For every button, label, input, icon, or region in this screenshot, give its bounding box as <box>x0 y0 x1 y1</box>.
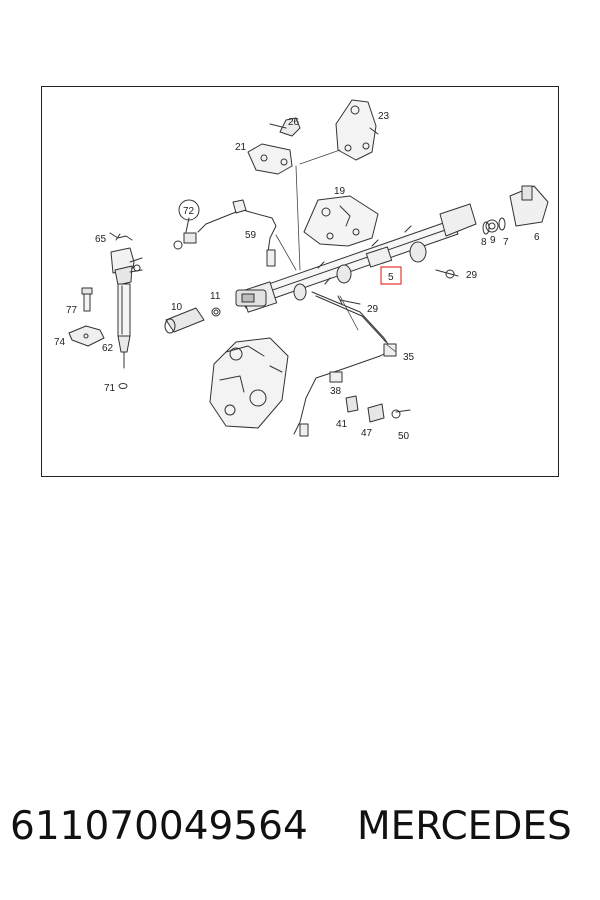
callout-59: 59 <box>245 230 257 241</box>
callout-labels: 26 23 21 19 72 65 59 8 9 7 6 29 77 10 11… <box>54 111 540 442</box>
bracket-21-drawing <box>247 117 301 175</box>
callout-19: 19 <box>334 186 346 197</box>
clip-drawings <box>345 395 411 423</box>
callout-6: 6 <box>534 232 540 243</box>
callout-21: 21 <box>235 142 247 153</box>
callout-74: 74 <box>54 337 66 348</box>
pipe-35-drawing <box>293 291 397 437</box>
callout-23: 23 <box>378 111 390 122</box>
fitting-72-drawing <box>173 217 197 250</box>
callout-41: 41 <box>336 419 348 430</box>
callout-10: 10 <box>171 302 183 313</box>
callout-29-mid: 29 <box>367 304 379 315</box>
pipe-59-drawing <box>197 199 277 267</box>
bolt-drawings <box>337 269 459 305</box>
part-number: 611070049564 <box>10 804 308 849</box>
sensor-10-drawing <box>164 307 221 334</box>
callout-8: 8 <box>481 237 487 248</box>
pump-drawing <box>209 337 289 429</box>
callout-26: 26 <box>288 117 300 128</box>
bracket-19-drawing <box>303 195 379 247</box>
callout-38: 38 <box>330 386 342 397</box>
brand-name: MERCEDES <box>357 804 572 849</box>
callout-71: 71 <box>104 383 116 394</box>
callout-50: 50 <box>398 431 410 442</box>
parts-diagram: 26 23 21 19 72 65 59 8 9 7 6 29 77 10 11… <box>54 99 549 442</box>
callout-62: 62 <box>102 343 114 354</box>
callout-5-highlighted: 5 <box>388 272 394 283</box>
fuel-rail-drawing <box>239 185 549 313</box>
leader-lines <box>275 149 397 353</box>
caption: 611070049564 MERCEDES <box>0 804 600 864</box>
callout-47: 47 <box>361 428 373 439</box>
callout-35: 35 <box>403 352 415 363</box>
callout-65: 65 <box>95 234 107 245</box>
callout-11: 11 <box>210 291 221 302</box>
highlight-box <box>380 266 402 285</box>
callout-77: 77 <box>66 305 78 316</box>
callout-29-right: 29 <box>466 270 478 281</box>
bracket-23-drawing <box>335 99 379 161</box>
callout-9: 9 <box>490 235 496 246</box>
connector-drawing <box>235 289 267 307</box>
injector-drawing <box>68 232 143 389</box>
callout-72: 72 <box>183 206 195 217</box>
callout-7: 7 <box>503 237 509 248</box>
